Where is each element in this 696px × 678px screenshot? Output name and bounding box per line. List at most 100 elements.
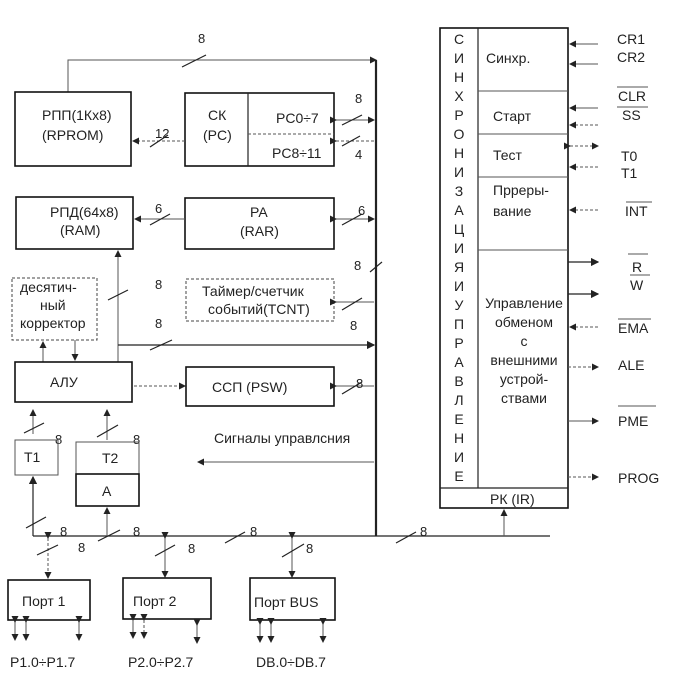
port2-label: Порт 2	[133, 593, 177, 609]
t1-label: Т1	[24, 449, 41, 465]
portbus-label: Порт BUS	[254, 594, 318, 610]
int-label: INT	[625, 203, 648, 219]
t0-label: T0	[621, 148, 638, 164]
rprom-bus-line	[67, 56, 377, 92]
alu-label: АЛУ	[50, 374, 78, 390]
rar-label: РА	[250, 204, 268, 220]
vertical-title-letter: Н	[454, 69, 464, 85]
bus-slash	[149, 134, 169, 148]
bus-width-lb2: 8	[133, 524, 140, 539]
bus-width-lb4: 8	[420, 524, 427, 539]
bus-slash	[23, 422, 45, 434]
start-section-label: Старт	[493, 108, 532, 124]
bus-width-lb3: 8	[250, 524, 257, 539]
control-signals-label: Сигналы управлсния	[214, 430, 350, 446]
vertical-title-letter: П	[454, 316, 464, 332]
bus-width-psw: 8	[356, 376, 363, 391]
pme-label: PME	[618, 413, 648, 429]
bus-width-dc: 8	[155, 277, 162, 292]
rar-sublabel: (RAR)	[240, 223, 279, 239]
bus-slash	[149, 213, 171, 226]
vertical-title-letter: А	[454, 202, 464, 218]
vertical-title-letter: Р	[454, 335, 463, 351]
vertical-title-letter: И	[454, 449, 464, 465]
ale-label: ALE	[618, 357, 644, 373]
bus-slash	[395, 531, 417, 544]
bus-width-t1: 8	[55, 432, 62, 447]
ram-block	[15, 196, 134, 250]
vertical-title-letter: И	[454, 240, 464, 256]
rprom-label: РПП(1Кх8)	[42, 107, 112, 123]
decimal-corrector-line3: корректор	[20, 315, 86, 331]
port1-label: Порт 1	[22, 593, 66, 609]
vertical-title-letter: Л	[454, 392, 463, 408]
bus-width-lb1: 8	[60, 524, 67, 539]
bus-width-pc-low: 8	[355, 91, 362, 106]
bus-width-timer-up: 8	[354, 258, 361, 273]
vertical-title-letter: С	[454, 31, 464, 47]
vertical-title-letter: Н	[454, 430, 464, 446]
exchange-section-line: устрой-	[500, 371, 549, 387]
timer-block	[185, 278, 335, 322]
timer-sublabel: событий(TCNT)	[208, 301, 310, 317]
bus-slash	[341, 213, 363, 226]
ram-label: РПД(64х8)	[50, 204, 119, 220]
t2-label: Т2	[102, 450, 119, 466]
acc-block	[75, 473, 140, 507]
vertical-title-letter: О	[454, 126, 465, 142]
pc-block	[184, 92, 335, 167]
test-section-label: Тест	[493, 147, 523, 163]
rprom-sublabel: (RPROM)	[42, 127, 103, 143]
bus-width-rar-ram: 6	[155, 201, 162, 216]
prog-label: PROG	[618, 470, 659, 486]
psw-label: ССП (PSW)	[212, 379, 287, 395]
bus-slash	[341, 135, 361, 147]
vertical-title-letter: З	[455, 183, 463, 199]
bus-slash	[25, 516, 47, 529]
bus-width-pc-rprom: 12	[155, 126, 169, 141]
control-unit-block	[439, 27, 569, 509]
decimal-corrector-line1: десятич-	[20, 279, 77, 295]
vertical-title-letter: Я	[454, 259, 464, 275]
bus-width-p2: 8	[188, 541, 195, 556]
ir-label: РК (IR)	[490, 491, 535, 507]
vertical-title-letter: Е	[454, 411, 463, 427]
bus-slash	[181, 54, 207, 68]
vertical-title-letter: Е	[454, 468, 463, 484]
alu-block	[14, 361, 133, 403]
vertical-title-letter: Р	[454, 107, 463, 123]
bus-width-pc-high: 4	[355, 147, 362, 162]
decimal-corrector-line2: ный	[40, 297, 66, 313]
bus-width-rar-bus: 6	[358, 203, 365, 218]
bus-width-p1: 8	[78, 540, 85, 555]
rprom-block	[14, 91, 132, 167]
bus-slash	[107, 289, 129, 301]
vertical-title-letter: И	[454, 164, 464, 180]
port2-pins: P2.0÷P2.7	[128, 654, 193, 670]
exchange-section-line: ствами	[501, 390, 547, 406]
bus-slash	[154, 544, 176, 557]
clr-label: CLR	[618, 88, 646, 104]
vertical-title-letter: Н	[454, 145, 464, 161]
bus-slash	[341, 114, 363, 126]
ram-sublabel: (RAM)	[60, 222, 100, 238]
bus-slash	[224, 531, 246, 544]
vertical-title-letter: Ц	[454, 221, 465, 237]
timer-label: Таймер/счетчик	[202, 283, 305, 299]
vertical-title-letter: И	[454, 50, 464, 66]
acc-label: А	[102, 483, 112, 499]
bus-slash	[149, 339, 173, 351]
bus-slash	[281, 543, 305, 558]
pc-low-label: PC0÷7	[276, 110, 319, 126]
vertical-title-letter: Х	[454, 88, 464, 104]
r-label: R	[632, 259, 642, 275]
exchange-section-line: с	[521, 333, 528, 349]
cr2-label: CR2	[617, 49, 645, 65]
exchange-section-line: Управление	[485, 295, 563, 311]
exchange-section-line: внешними	[490, 352, 557, 368]
ema-label: EMA	[618, 320, 649, 336]
cr1-label: CR1	[617, 31, 645, 47]
rar-block	[184, 197, 335, 250]
bus-slash	[341, 381, 363, 395]
